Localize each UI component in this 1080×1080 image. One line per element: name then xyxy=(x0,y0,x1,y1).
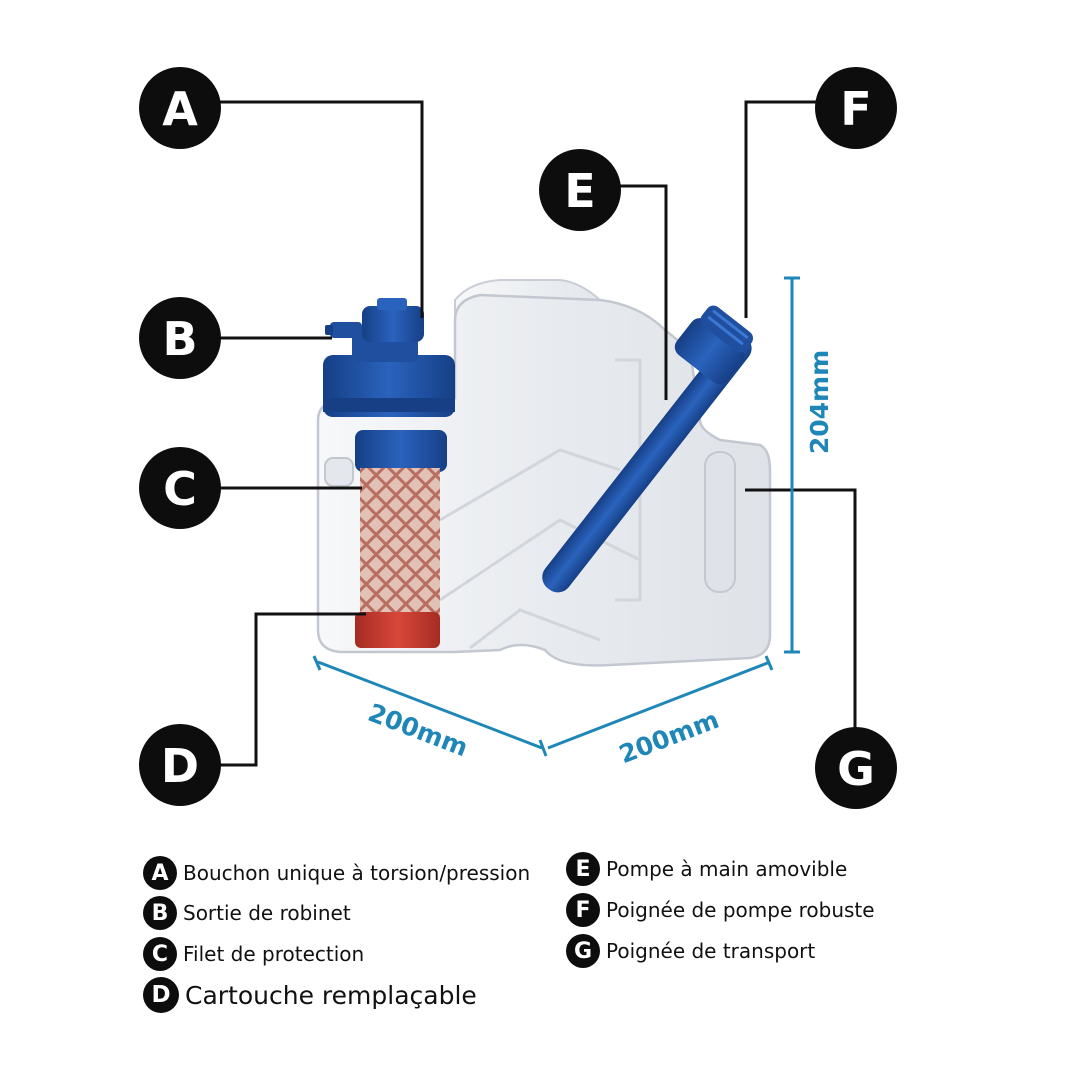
legend-label-d: Cartouche remplaçable xyxy=(185,980,477,1010)
legend-label-g: Poignée de transport xyxy=(606,939,816,963)
filter-top-ring xyxy=(355,430,447,472)
legend-item-a: A Bouchon unique à torsion/pression xyxy=(143,856,530,890)
legend-badge-g: G xyxy=(566,934,600,968)
callout-e: E xyxy=(539,149,621,231)
width-left-dimension-line xyxy=(317,660,543,750)
legend-badge-f: F xyxy=(566,893,600,927)
legend-badge-a: A xyxy=(143,856,177,890)
legend-item-b: B Sortie de robinet xyxy=(143,896,351,930)
pump-tube xyxy=(542,333,752,593)
legend-label-c: Filet de protection xyxy=(183,942,365,966)
callout-f: F xyxy=(815,67,897,149)
pump-handle xyxy=(674,305,753,385)
legend-item-e: E Pompe à main amovible xyxy=(566,852,847,886)
legend-label-a: Bouchon unique à torsion/pression xyxy=(183,861,531,885)
callout-b-letter: B xyxy=(162,312,197,366)
callout-e-letter: E xyxy=(564,164,595,218)
replaceable-cartridge xyxy=(355,612,440,648)
legend-label-f: Poignée de pompe robuste xyxy=(606,898,875,922)
legend-item-f: F Poignée de pompe robuste xyxy=(566,893,875,927)
protection-mesh xyxy=(360,468,440,616)
callout-g-letter: G xyxy=(837,742,875,796)
legend-badge-e: E xyxy=(566,852,600,886)
leader-line-a xyxy=(218,100,424,318)
leader-lines xyxy=(218,100,857,767)
width-left-dimension-label: 200mm xyxy=(364,698,472,762)
tap-spout xyxy=(330,322,362,338)
callout-d-letter: D xyxy=(161,739,199,793)
width-right-dimension-line xyxy=(547,660,771,750)
legend-badge-d: D xyxy=(143,977,179,1013)
leader-line-f xyxy=(744,100,818,318)
container-left-slot xyxy=(324,457,354,487)
callout-a: A xyxy=(139,67,221,149)
legend-item-g: G Poignée de transport xyxy=(566,934,815,968)
callout-d: D xyxy=(139,724,221,806)
callout-c-letter: C xyxy=(163,462,197,516)
dimension-lines xyxy=(312,276,800,757)
height-dimension-label: 204mm xyxy=(805,350,834,454)
leader-line-d xyxy=(218,612,366,767)
callout-f-letter: F xyxy=(840,82,871,136)
hand-pump xyxy=(542,333,752,593)
leader-line-g xyxy=(745,488,857,730)
leader-line-e xyxy=(618,184,668,400)
legend-label-b: Sortie de robinet xyxy=(183,901,351,925)
legend-item-d: D Cartouche remplaçable xyxy=(143,977,477,1013)
callout-g: G xyxy=(815,727,897,809)
callout-c: C xyxy=(139,447,221,529)
callout-b: B xyxy=(139,297,221,379)
twist-push-cap xyxy=(323,298,455,417)
legend-label-e: Pompe à main amovible xyxy=(606,857,848,881)
callout-a-letter: A xyxy=(162,82,198,136)
container-side-grip xyxy=(704,451,736,593)
filter-assembly xyxy=(355,430,447,648)
legend-item-c: C Filet de protection xyxy=(143,937,364,971)
legend-badge-b: B xyxy=(143,896,177,930)
legend-badge-c: C xyxy=(143,937,177,971)
